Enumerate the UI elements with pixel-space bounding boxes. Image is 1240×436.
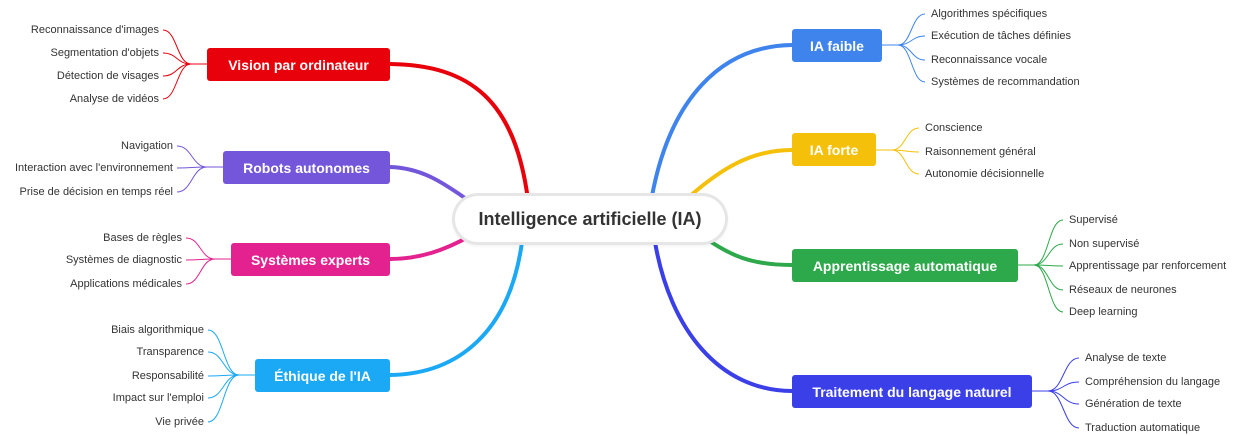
leaf-systemes-diagnostic[interactable]: Systèmes de diagnostic <box>65 254 182 266</box>
branch-label: Traitement du langage naturel <box>812 383 1012 400</box>
leaf-connector <box>207 351 240 376</box>
leaf-algorithmes-specifiques[interactable]: Algorithmes spécifiques <box>931 8 1048 20</box>
central-topic[interactable]: Intelligence artificielle (IA) <box>455 196 725 242</box>
leaf-bases-regles[interactable]: Bases de règles <box>103 232 182 244</box>
branch-label: Robots autonomes <box>243 159 370 176</box>
branch-label: Vision par ordinateur <box>228 56 369 73</box>
connector-ethique <box>388 240 524 377</box>
leaf-connector <box>162 63 192 100</box>
connector-vision <box>388 62 530 202</box>
branch-label: Éthique de l'IA <box>274 367 371 384</box>
leaf-traduction-automatique[interactable]: Traduction automatique <box>1085 422 1201 434</box>
leaf-systemes-recommandation[interactable]: Systèmes de recommandation <box>931 76 1080 88</box>
connector-ia-faible <box>650 43 794 198</box>
connector-apprentissage <box>703 236 794 267</box>
leaf-connector <box>185 237 216 260</box>
leaf-connector <box>162 52 192 65</box>
leaf-conscience[interactable]: Conscience <box>925 122 983 134</box>
branch-robots[interactable]: Robots autonomes <box>223 151 390 184</box>
leaf-raisonnement-general[interactable]: Raisonnement général <box>925 146 1036 158</box>
leaf-segmentation-objets[interactable]: Segmentation d'objets <box>50 47 159 59</box>
leaf-analyse-videos[interactable]: Analyse de vidéos <box>69 93 159 105</box>
branch-label: Apprentissage automatique <box>812 257 998 274</box>
leaf-supervise[interactable]: Supervisé <box>1069 214 1118 226</box>
branch-ia-faible[interactable]: IA faible <box>792 29 882 62</box>
leaf-autonomie-decisionnelle[interactable]: Autonomie décisionnelle <box>925 168 1045 180</box>
branch-ia-forte[interactable]: IA forte <box>792 133 876 166</box>
leaf-transparence[interactable]: Transparence <box>136 346 204 358</box>
leaf-navigation[interactable]: Navigation <box>121 140 173 152</box>
leaf-analyse-texte[interactable]: Analyse de texte <box>1085 352 1167 364</box>
leaf-reseaux-neurones[interactable]: Réseaux de neurones <box>1069 284 1177 296</box>
leaf-impact-emploi[interactable]: Impact sur l'emploi <box>112 392 204 404</box>
connector-ia-forte <box>688 148 794 198</box>
leaf-connector <box>162 29 192 65</box>
leaf-applications-medicales[interactable]: Applications médicales <box>70 278 182 290</box>
leaf-connector <box>897 44 926 83</box>
leaf-non-supervise[interactable]: Non supervisé <box>1069 238 1140 250</box>
leaf-connector <box>1033 219 1064 266</box>
branch-experts[interactable]: Systèmes experts <box>231 243 390 276</box>
branch-vision[interactable]: Vision par ordinateur <box>207 48 390 81</box>
leaf-deep-learning[interactable]: Deep learning <box>1069 306 1138 318</box>
central-topic-label: Intelligence artificielle (IA) <box>478 208 702 229</box>
leaf-connector <box>897 35 926 46</box>
branch-label: Systèmes experts <box>250 251 371 268</box>
leaf-apprentissage-renforcement[interactable]: Apprentissage par renforcement <box>1069 260 1227 272</box>
branch-apprentissage[interactable]: Apprentissage automatique <box>792 249 1018 282</box>
leaf-connector <box>1033 243 1064 266</box>
branch-ethique[interactable]: Éthique de l'IA <box>255 359 390 392</box>
connector-traitement <box>653 240 794 393</box>
leaf-detection-visages[interactable]: Détection de visages <box>56 70 159 82</box>
leaf-responsabilite[interactable]: Responsabilité <box>131 370 204 382</box>
leaf-connector <box>207 329 240 376</box>
leaf-connector <box>207 374 240 423</box>
branch-traitement[interactable]: Traitement du langage naturel <box>792 375 1032 408</box>
leaf-interaction-environnement[interactable]: Interaction avec l'environnement <box>14 162 173 174</box>
leaf-connector <box>891 127 920 151</box>
leaf-biais-algorithmique[interactable]: Biais algorithmique <box>111 324 204 336</box>
leaf-execution-taches[interactable]: Exécution de tâches définies <box>931 30 1072 42</box>
leaf-connector <box>1047 357 1080 392</box>
leaf-connector <box>897 13 926 46</box>
leaf-connector <box>176 145 208 168</box>
leaf-connector <box>207 374 240 399</box>
branch-label: IA faible <box>810 37 864 54</box>
leaf-connector <box>891 149 920 175</box>
leaf-generation-texte[interactable]: Génération de texte <box>1085 398 1182 410</box>
leaf-connector <box>1033 264 1064 291</box>
leaf-connector <box>185 258 216 285</box>
branch-label: IA forte <box>809 141 859 158</box>
connector-experts <box>388 234 472 261</box>
leaf-vie-privee[interactable]: Vie privée <box>155 416 204 428</box>
leaf-connector <box>1047 390 1080 429</box>
leaf-connector <box>897 44 926 61</box>
leaf-comprehension-langage[interactable]: Compréhension du langage <box>1085 376 1221 388</box>
connector-robots <box>388 165 474 205</box>
leaf-reconnaissance-vocale[interactable]: Reconnaissance vocale <box>931 54 1048 66</box>
leaf-connector <box>176 166 208 193</box>
leaf-connector <box>1047 390 1080 405</box>
leaf-connector <box>1033 264 1064 313</box>
leaf-reconnaissance-images[interactable]: Reconnaissance d'images <box>30 24 159 36</box>
leaf-prise-decision[interactable]: Prise de décision en temps réel <box>19 186 173 198</box>
